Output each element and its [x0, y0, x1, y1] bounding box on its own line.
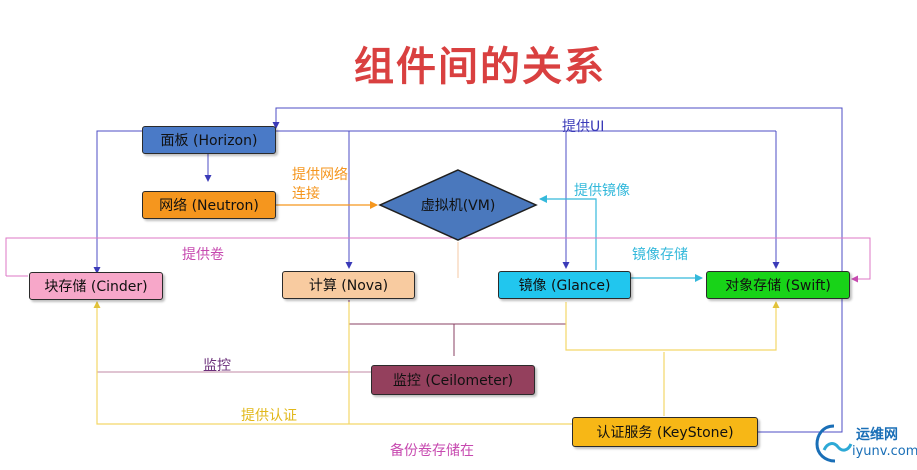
provide-ui-label: 提供UI: [562, 119, 605, 135]
nova-node: 计算 (Nova): [282, 271, 415, 299]
horizon-node: 面板 (Horizon): [142, 126, 276, 154]
vm-label: 虚拟机(VM): [420, 198, 496, 214]
provide-network-connection-label: 连接: [292, 186, 320, 202]
monitor-label: 监控: [203, 358, 231, 374]
watermark-name: 运维网: [856, 427, 898, 443]
ceilometer-node: 监控 (Ceilometer): [371, 365, 535, 395]
page-title: 组件间的关系: [354, 44, 606, 90]
swift-node: 对象存储 (Swift): [706, 271, 850, 299]
glance-node: 镜像 (Glance): [498, 271, 631, 299]
provide-volume-label: 提供卷: [182, 247, 224, 263]
tilde-swirl-logo-icon: [815, 424, 853, 463]
keystone-node: 认证服务 (KeyStone): [572, 417, 758, 447]
glance-to-vm-line: [539, 195, 597, 270]
watermark: 运维网 iyunv.com: [812, 418, 917, 470]
swift-backup-loop-line: [458, 237, 871, 283]
backup-volume-storage-label: 备份卷存储在: [390, 443, 474, 459]
cinder-node: 块存储 (Cinder): [29, 272, 163, 300]
provide-image-label: 提供镜像: [574, 183, 630, 199]
monitor-bus-line: [348, 300, 566, 325]
neutron-node: 网络 (Neutron): [142, 191, 276, 219]
volume-loop-line: [5, 237, 458, 276]
vm-diamond: [378, 169, 538, 241]
auth-glance-swift-bus-line: [565, 301, 780, 351]
keystone-to-horizon-line: [272, 107, 843, 433]
horizon-to-cinder-line: [93, 130, 142, 274]
provide-network-label: 提供网络: [292, 167, 348, 183]
keystone-auth-bus-line: [93, 301, 572, 425]
provide-auth-label: 提供认证: [241, 408, 297, 424]
image-storage-label: 镜像存储: [632, 247, 688, 263]
watermark-domain: iyunv.com: [852, 444, 917, 459]
auth-links: [93, 301, 780, 425]
